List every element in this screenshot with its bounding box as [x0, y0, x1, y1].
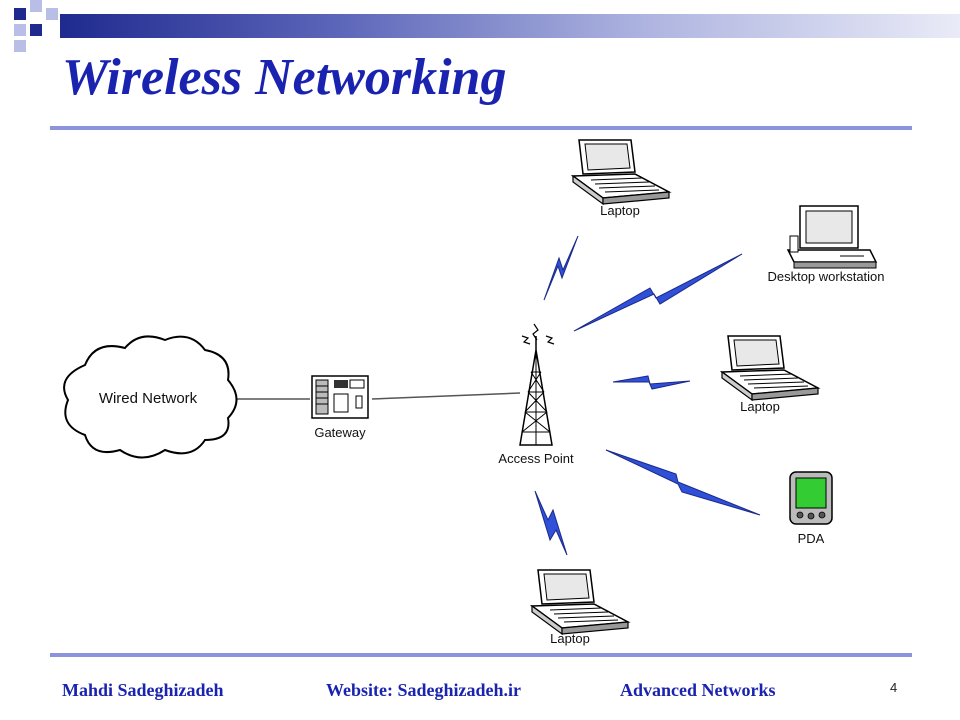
signal-bolt-bottom: [534, 490, 568, 556]
page-number: 4: [890, 680, 898, 695]
laptop-bottom: Laptop: [531, 569, 629, 646]
desktop-workstation: Desktop workstation: [767, 205, 885, 284]
title-divider: [50, 126, 912, 130]
gateway-link-line: [371, 392, 521, 400]
signal-bolt-desktop: [573, 253, 743, 332]
header-gradient-bar: [60, 14, 960, 38]
signal-bolt-top: [543, 235, 579, 301]
wired-network-label: Wired Network: [99, 390, 198, 407]
signal-bolt-pda: [605, 449, 761, 516]
laptop-right: Laptop: [721, 335, 819, 414]
laptop-top: Laptop: [572, 139, 670, 218]
laptop-right-label: Laptop: [740, 399, 780, 414]
footer-course: Advanced Networks: [620, 680, 776, 700]
gateway-label: Gateway: [314, 425, 366, 440]
laptop-bottom-label: Laptop: [550, 631, 590, 646]
gateway-device: Gateway: [311, 375, 369, 440]
footer-author: Mahdi Sadeghizadeh: [62, 680, 224, 700]
signal-bolt-laptop-right: [612, 375, 691, 390]
slide-title: Wireless Networking: [62, 49, 507, 106]
access-point-tower: Access Point: [498, 323, 574, 466]
pda-device: PDA: [789, 471, 833, 546]
footer-website: Website: Sadeghizadeh.ir: [326, 680, 522, 700]
footer-divider: [50, 653, 912, 657]
desktop-label: Desktop workstation: [767, 269, 884, 284]
laptop-top-label: Laptop: [600, 203, 640, 218]
wireless-signals: [534, 235, 761, 556]
corner-squares: [0, 0, 80, 60]
wired-network-cloud: Wired Network: [63, 335, 238, 459]
corner-squares-graphic: [14, 0, 58, 52]
access-point-label: Access Point: [498, 451, 574, 466]
pda-label: PDA: [798, 531, 825, 546]
